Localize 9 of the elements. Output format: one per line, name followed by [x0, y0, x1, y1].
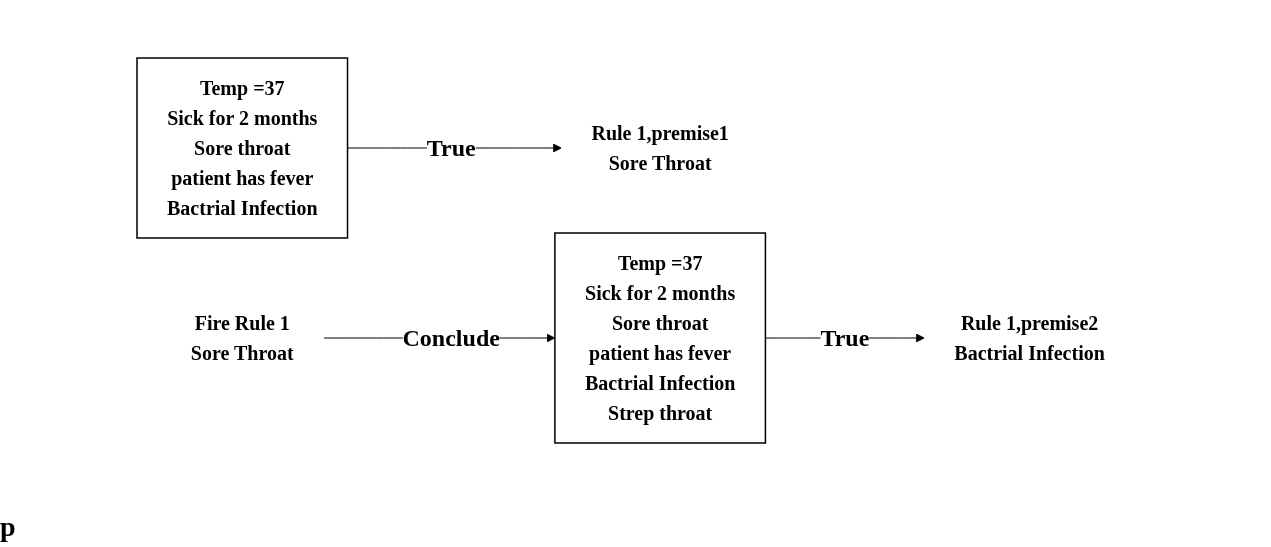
node-box: Temp =37 Sick for 2 months Sore throat patient has fever Bactrial Infection Strep throat: [553, 231, 766, 444]
node-box: Temp =37 Sick for 2 months Sore throat patient has fever Bactrial Infection: [135, 56, 348, 239]
node-text: Fire Rule 1 Sore Throat: [190, 311, 294, 364]
node-text: Rule 1,premise1 Sore Throat: [591, 121, 729, 174]
edge-label: Conclude: [402, 324, 500, 351]
node-text: Rule 1,premise2 Bactrial Infection: [953, 311, 1105, 364]
label-text: p: [0, 511, 16, 542]
edge-label: True: [426, 134, 476, 161]
edge-label: True: [820, 324, 869, 351]
